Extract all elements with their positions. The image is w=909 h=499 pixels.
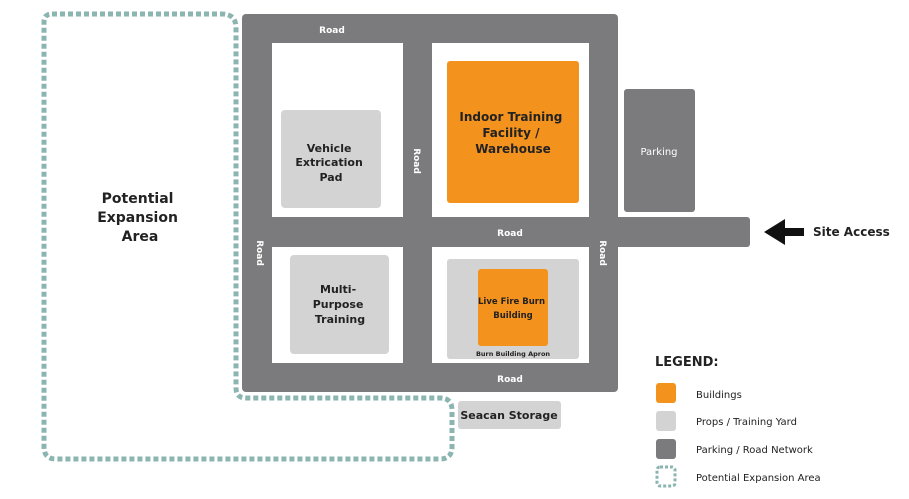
legend-swatch-roads: [656, 439, 676, 459]
site-access-label: Site Access: [813, 225, 890, 239]
multi-purpose-label: Multi- Purpose Training: [313, 283, 368, 326]
road-label-top: Road: [319, 26, 345, 36]
vehicle-extrication-pad: [281, 110, 381, 208]
live-fire-burn-building: [478, 269, 548, 346]
burn-apron-label: Burn Building Apron: [476, 350, 550, 358]
expansion-area-outline: [41, 11, 455, 462]
legend-label-props: Props / Training Yard: [696, 417, 797, 428]
road-label-right: Road: [597, 240, 607, 266]
live-fire-label: Live Fire Burn Building: [478, 297, 548, 321]
legend: LEGEND: Buildings Props / Training Yard …: [655, 355, 821, 488]
legend-title: LEGEND:: [655, 355, 719, 370]
multi-purpose-training: [290, 255, 389, 354]
legend-swatch-expansion: [655, 465, 677, 488]
road-label-bottom: Road: [497, 375, 523, 385]
seacan-storage: [458, 401, 561, 429]
legend-label-buildings: Buildings: [696, 390, 742, 401]
expansion-area-label: Potential Expansion Area: [97, 191, 183, 245]
site-access-road: [610, 217, 750, 247]
parking-lot: [624, 89, 695, 212]
road-label-left: Road: [254, 240, 264, 266]
legend-label-expansion: Potential Expansion Area: [696, 473, 821, 484]
vehicle-extrication-label: Vehicle Extrication Pad: [295, 142, 366, 184]
indoor-training-label: Indoor Training Facility / Warehouse: [459, 110, 566, 156]
legend-swatch-buildings: [656, 383, 676, 403]
indoor-training-facility: [447, 61, 579, 203]
road-label-center-vertical: Road: [411, 148, 421, 174]
arrow-left-icon: [764, 219, 804, 245]
road-label-middle: Road: [497, 229, 523, 239]
seacan-label: Seacan Storage: [460, 409, 557, 422]
legend-swatch-props: [656, 411, 676, 431]
legend-label-roads: Parking / Road Network: [696, 445, 813, 456]
parking-label: Parking: [640, 147, 677, 158]
